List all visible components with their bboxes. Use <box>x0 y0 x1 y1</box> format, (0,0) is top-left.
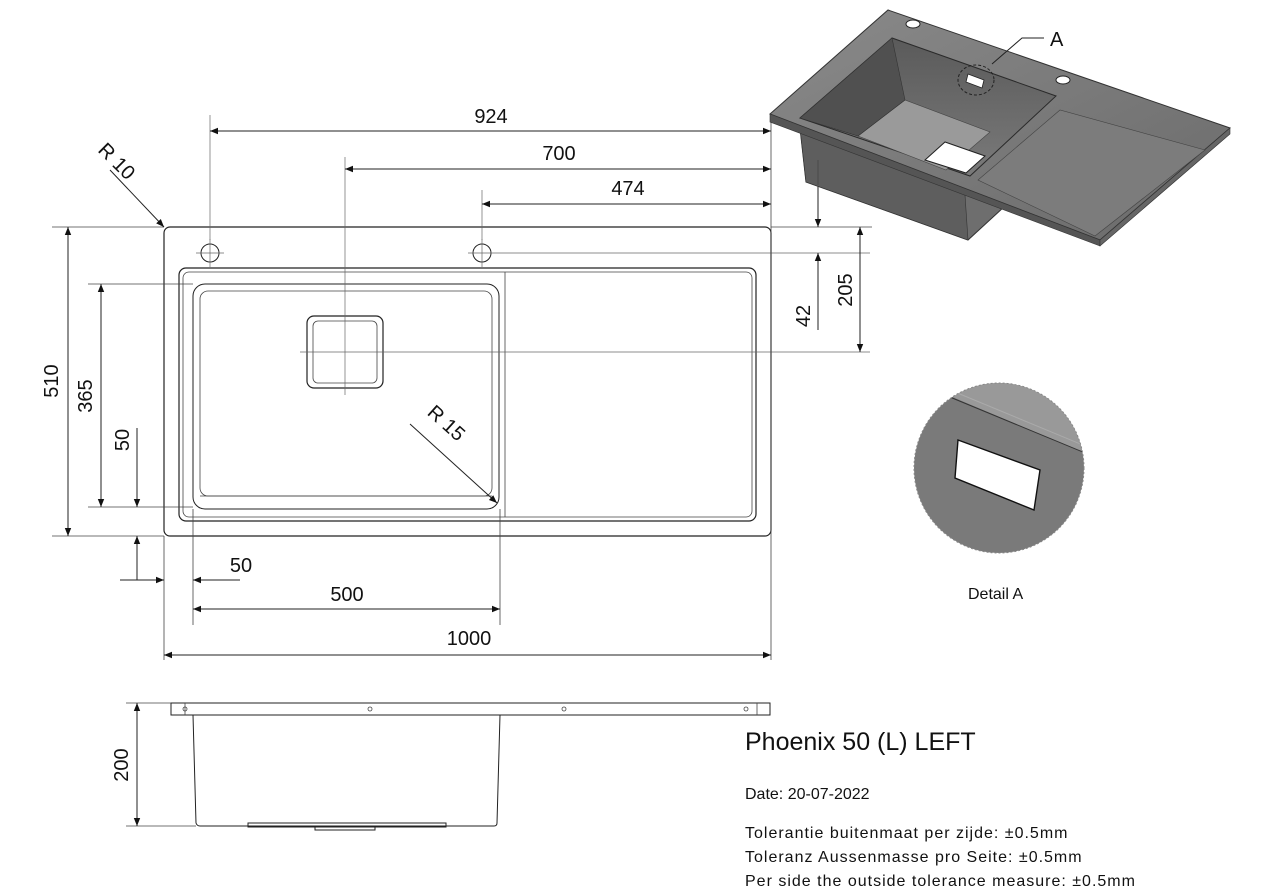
plan-view <box>52 115 872 660</box>
dimension-700: 700 <box>345 143 771 173</box>
dimension-474: 474 <box>482 178 771 208</box>
radius-label-r10: R 10 <box>94 139 139 184</box>
detail-a <box>913 382 1085 554</box>
detail-marker-a: A <box>1050 29 1064 51</box>
tolerance-dutch: Tolerantie buitenmaat per zijde: ±0.5mm <box>745 825 1069 842</box>
dim-label-205: 205 <box>835 273 857 306</box>
tolerance-german: Toleranz Aussenmasse pro Seite: ±0.5mm <box>745 849 1083 866</box>
dimension-205: 205 <box>835 227 864 352</box>
dimension-50-x: 50 <box>120 555 252 584</box>
dimension-42: 42 <box>793 185 822 330</box>
isometric-view <box>769 9 1231 247</box>
dimension-500: 500 <box>193 584 500 613</box>
tolerance-english: Per side the outside tolerance measure: … <box>745 873 1136 890</box>
dim-label-1000: 1000 <box>447 628 492 650</box>
tap-hole-2 <box>468 239 496 267</box>
dim-label-50-y: 50 <box>112 429 134 451</box>
dimension-365: 365 <box>75 284 105 507</box>
dim-label-365: 365 <box>75 379 97 412</box>
detail-a-callout: A <box>991 29 1064 65</box>
sink-rim <box>178 267 757 522</box>
dimension-924: 924 <box>210 106 771 135</box>
dim-label-474: 474 <box>611 178 644 200</box>
dimension-50-y: 50 <box>112 428 141 580</box>
iso-drain <box>924 141 986 174</box>
dim-label-200: 200 <box>111 748 133 781</box>
dim-label-42: 42 <box>793 305 815 327</box>
dimension-200: 200 <box>111 703 141 826</box>
dim-label-700: 700 <box>542 143 575 165</box>
dimension-1000: 1000 <box>164 628 771 659</box>
radius-label-r15: R 15 <box>423 401 469 446</box>
detail-a-label: Detail A <box>968 586 1024 603</box>
drawing-date: Date: 20-07-2022 <box>745 786 870 803</box>
side-view <box>126 702 771 831</box>
radius-r15: R 15 <box>409 401 498 504</box>
dim-label-500: 500 <box>330 584 363 606</box>
dim-label-924: 924 <box>474 106 507 128</box>
detail-opening <box>954 439 1041 511</box>
radius-r10: R 10 <box>94 139 165 228</box>
sink-outline <box>163 226 772 537</box>
dim-label-50-x: 50 <box>230 555 252 577</box>
tap-hole-1 <box>196 239 224 267</box>
dimension-510: 510 <box>41 227 72 536</box>
product-title: Phoenix 50 (L) LEFT <box>745 728 976 756</box>
bowl-outline <box>192 283 500 510</box>
dim-label-510: 510 <box>41 364 63 397</box>
